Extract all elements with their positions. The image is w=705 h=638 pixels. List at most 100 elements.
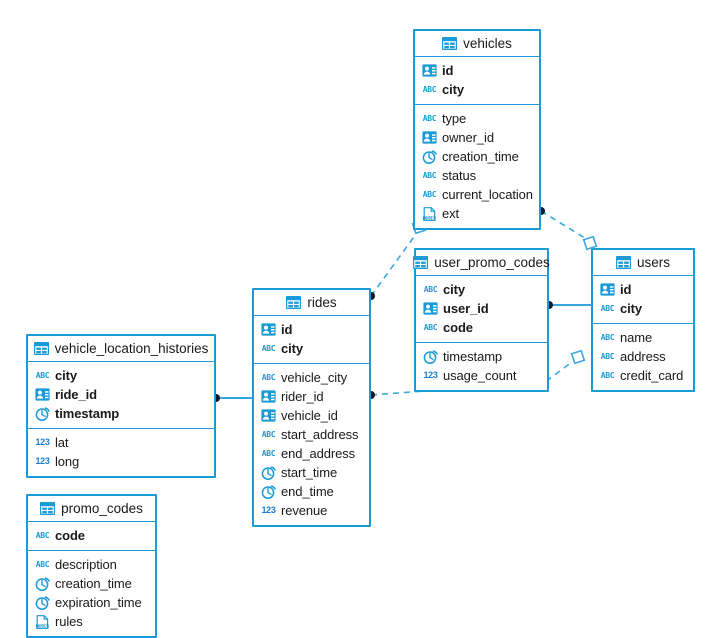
table-header-vehicle_location_histories[interactable]: vehicle_location_histories bbox=[28, 336, 214, 362]
column-name: code bbox=[55, 528, 85, 543]
column-row-creation_time[interactable]: creation_time bbox=[415, 147, 539, 166]
relationship-line bbox=[540, 210, 589, 241]
column-name: city bbox=[55, 368, 78, 383]
clock-icon bbox=[35, 576, 50, 591]
column-name: credit_card bbox=[620, 368, 684, 383]
id-card-icon bbox=[423, 301, 438, 316]
column-name: city bbox=[443, 282, 466, 297]
id-card-icon bbox=[422, 63, 437, 78]
column-name: id bbox=[442, 63, 454, 78]
column-row-city[interactable]: ABC city bbox=[593, 299, 693, 318]
json-document-icon: JSON bbox=[35, 614, 50, 629]
table-icon bbox=[286, 295, 302, 310]
relationship-line bbox=[370, 229, 420, 297]
column-row-ride_id[interactable]: ride_id bbox=[28, 385, 214, 404]
column-row-id[interactable]: id bbox=[254, 320, 369, 339]
column-row-timestamp[interactable]: timestamp bbox=[28, 404, 214, 423]
column-row-rules[interactable]: JSON rules bbox=[28, 612, 155, 631]
column-name: description bbox=[55, 557, 117, 572]
column-row-id[interactable]: id bbox=[593, 280, 693, 299]
relationship-user-promo-codes-to-users[interactable] bbox=[545, 301, 591, 309]
abc-text-icon: ABC bbox=[600, 303, 615, 313]
table-header-rides[interactable]: rides bbox=[254, 290, 369, 316]
column-name: current_location bbox=[442, 187, 533, 202]
column-row-start_time[interactable]: start_time bbox=[254, 463, 369, 482]
column-name: expiration_time bbox=[55, 595, 142, 610]
abc-text-icon: ABC bbox=[35, 559, 50, 569]
table-icon bbox=[40, 501, 56, 516]
column-row-rider_id[interactable]: rider_id bbox=[254, 387, 369, 406]
table-header-users[interactable]: users bbox=[593, 250, 693, 276]
id-card-icon bbox=[600, 282, 615, 297]
table-icon bbox=[442, 36, 458, 51]
column-row-expiration_time[interactable]: expiration_time bbox=[28, 593, 155, 612]
column-row-owner_id[interactable]: owner_id bbox=[415, 128, 539, 147]
column-row-user_id[interactable]: user_id bbox=[416, 299, 547, 318]
column-row-vehicle_id[interactable]: vehicle_id bbox=[254, 406, 369, 425]
123-number-icon: 123 bbox=[35, 437, 50, 447]
abc-text-icon: ABC bbox=[261, 448, 276, 458]
table-header-user_promo_codes[interactable]: user_promo_codes bbox=[413, 250, 550, 276]
column-row-timestamp[interactable]: timestamp bbox=[416, 347, 547, 366]
column-name: lat bbox=[55, 435, 69, 450]
table-header-promo_codes[interactable]: promo_codes bbox=[28, 496, 155, 522]
column-name: creation_time bbox=[55, 576, 132, 591]
column-row-type[interactable]: ABC type bbox=[415, 109, 539, 128]
column-name: rules bbox=[55, 614, 83, 629]
column-name: start_time bbox=[281, 465, 338, 480]
relationship-vehicles-to-users[interactable] bbox=[537, 207, 598, 251]
column-name: creation_time bbox=[442, 149, 519, 164]
id-card-icon bbox=[261, 408, 276, 423]
column-name: city bbox=[281, 341, 304, 356]
column-row-end_time[interactable]: end_time bbox=[254, 482, 369, 501]
abc-text-icon: ABC bbox=[600, 370, 615, 380]
column-row-creation_time[interactable]: creation_time bbox=[28, 574, 155, 593]
column-row-lat[interactable]: 123 lat bbox=[28, 433, 214, 452]
column-name: type bbox=[442, 111, 467, 126]
primary-key-section: ABC code bbox=[28, 522, 155, 551]
relationship-rides-to-vehicle-location-histories[interactable] bbox=[212, 394, 252, 402]
column-name: ride_id bbox=[55, 387, 97, 402]
column-name: city bbox=[620, 301, 643, 316]
clock-icon bbox=[422, 149, 437, 164]
column-name: vehicle_id bbox=[281, 408, 338, 423]
column-row-credit_card[interactable]: ABC credit_card bbox=[593, 366, 693, 385]
column-name: start_address bbox=[281, 427, 359, 442]
column-row-id[interactable]: id bbox=[415, 61, 539, 80]
abc-text-icon: ABC bbox=[35, 530, 50, 540]
column-row-description[interactable]: ABC description bbox=[28, 555, 155, 574]
abc-text-icon: ABC bbox=[422, 113, 437, 123]
column-name: usage_count bbox=[443, 368, 517, 383]
column-row-code[interactable]: ABC code bbox=[28, 526, 155, 545]
table-header-vehicles[interactable]: vehicles bbox=[415, 31, 539, 57]
